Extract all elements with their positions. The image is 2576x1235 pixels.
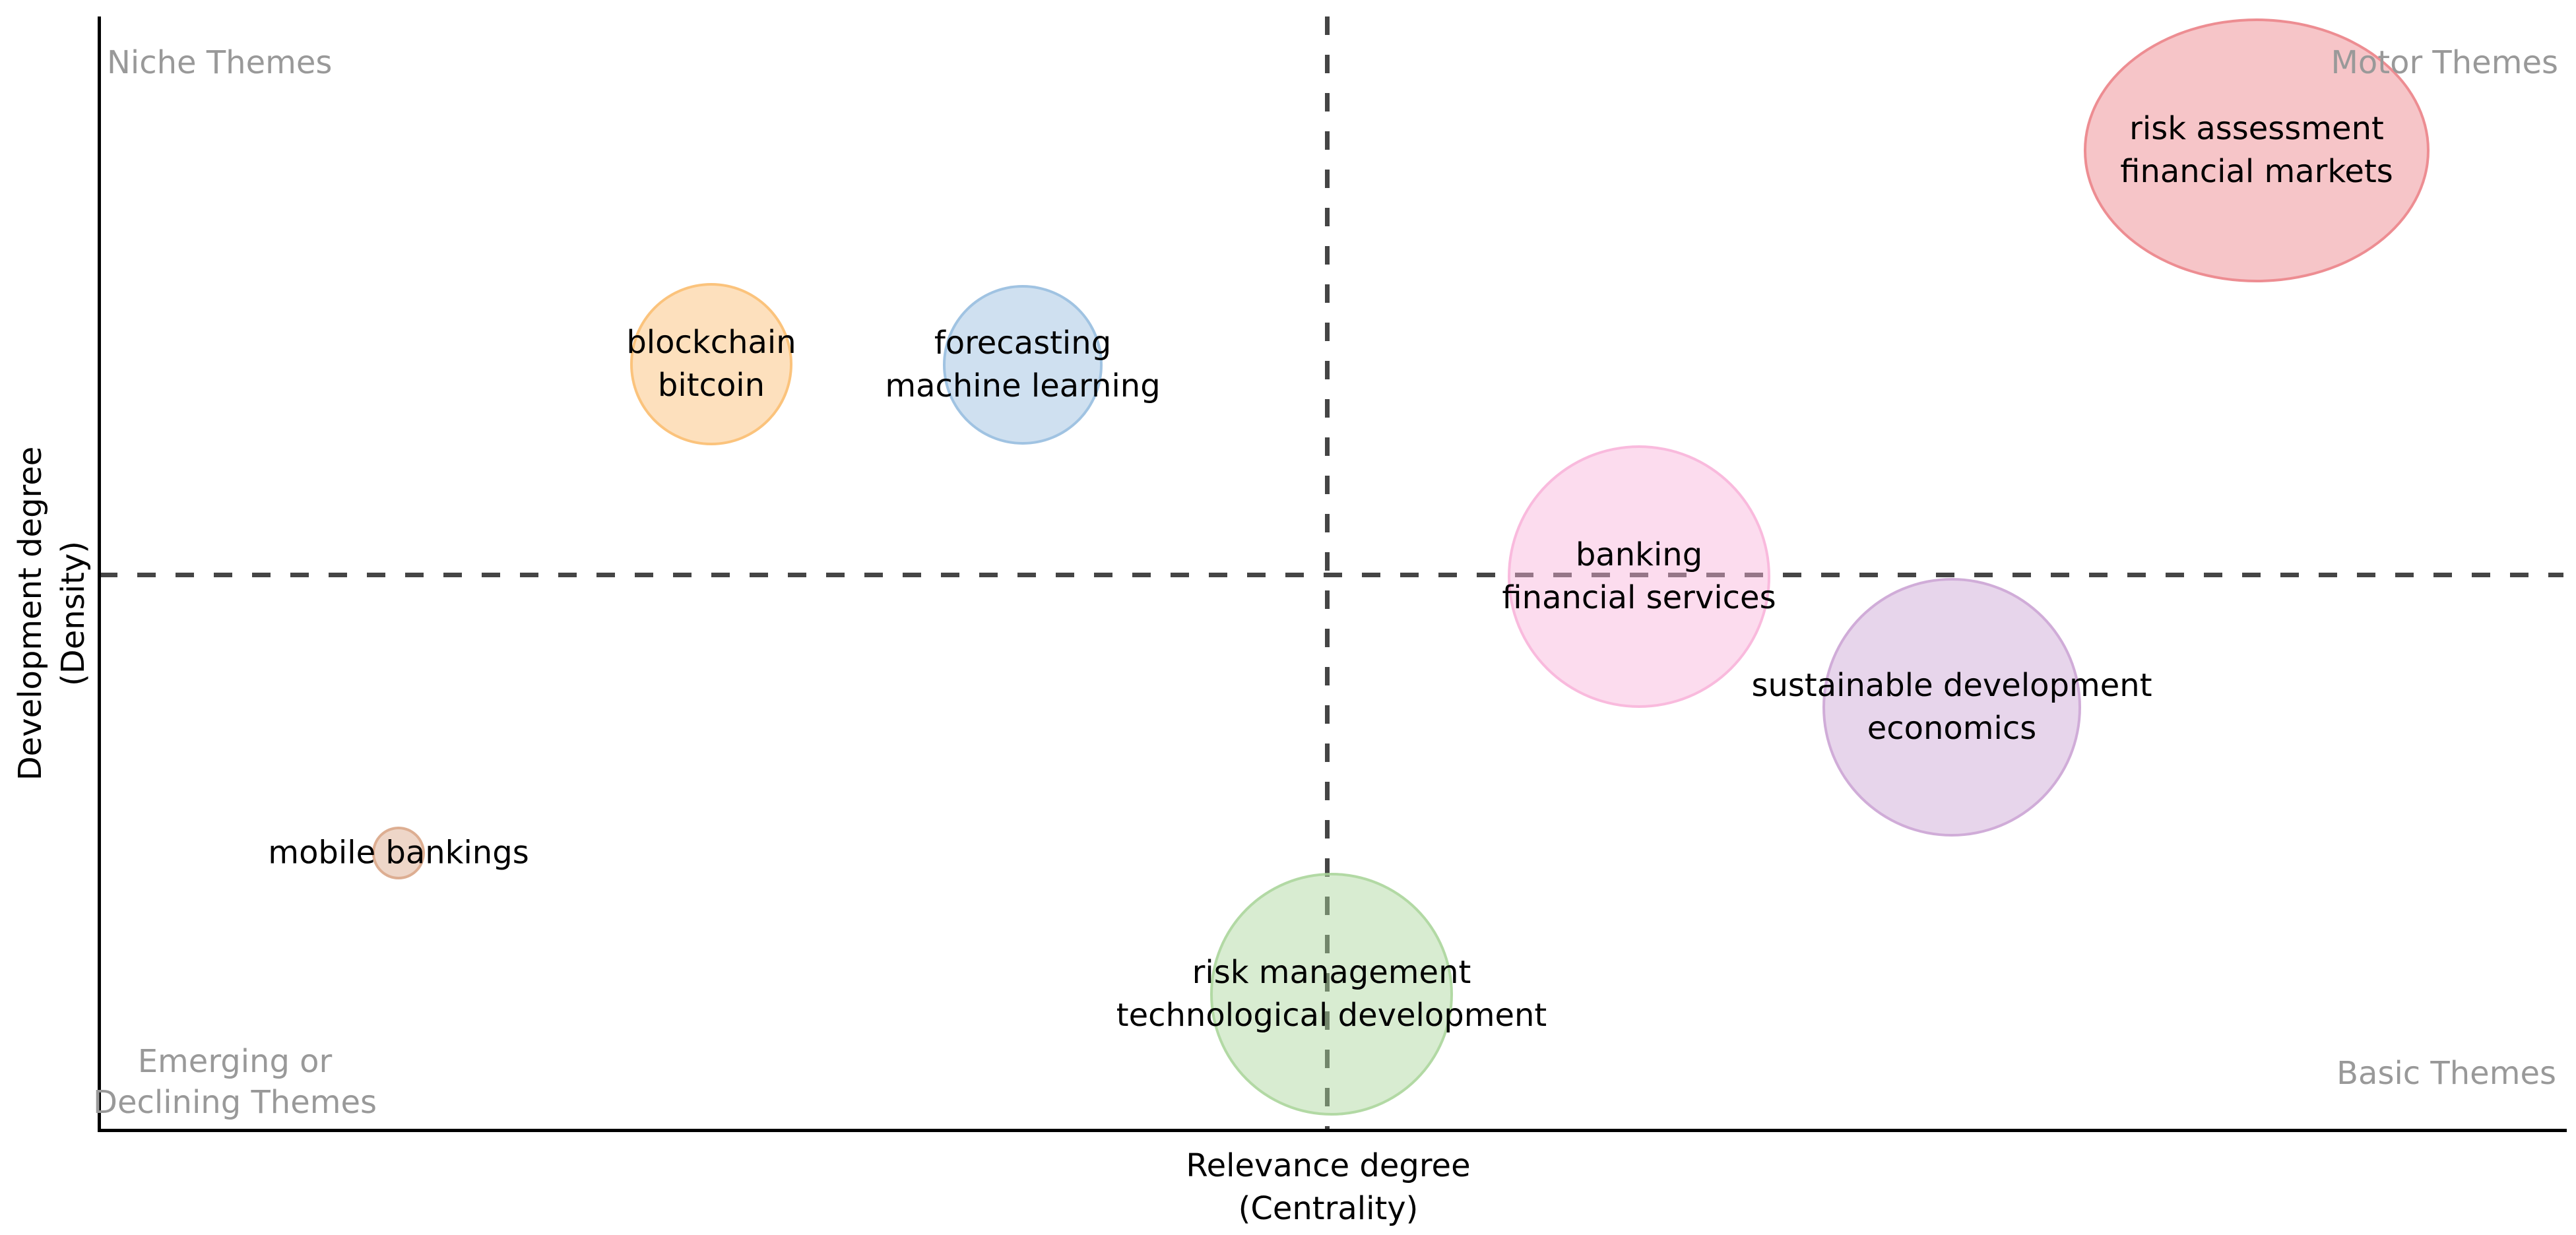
bubble-label-line: sustainable development <box>1751 667 2152 704</box>
bubble-label-line: machine learning <box>885 367 1161 404</box>
bubble-blockchain-bitcoin <box>630 283 792 445</box>
x-axis-title-line: (Centrality) <box>1238 1190 1419 1227</box>
bubble-label-risk-management-technological-development: risk management technological development <box>1116 951 1547 1037</box>
bubble-label-line: technological development <box>1116 997 1547 1034</box>
quadrant-label-emerging-declining-themes: Emerging or Declining Themes <box>93 1041 377 1123</box>
bubble-label-line: risk assessment <box>2129 110 2384 147</box>
quadrant-label-motor-themes: Motor Themes <box>2331 44 2558 81</box>
quadrant-label-niche-themes: Niche Themes <box>107 44 333 81</box>
bubble-label-line: forecasting <box>934 325 1112 362</box>
bubble-risk-assessment-financial-markets <box>2084 18 2430 282</box>
bubble-label-line: banking <box>1575 536 1703 573</box>
bubble-label-line: bitcoin <box>657 367 765 404</box>
bubble-label-line: financial markets <box>2120 153 2393 190</box>
quadrant-label-line: Declining Themes <box>92 1084 377 1121</box>
y-axis-title-line: (Density) <box>55 541 92 686</box>
bubble-banking-financial-services <box>1508 445 1770 708</box>
bubble-label-forecasting-machine-learning: forecasting machine learning <box>885 322 1160 408</box>
x-axis-title: Relevance degree (Centrality) <box>1186 1145 1470 1230</box>
bubble-label-line: economics <box>1867 710 2037 747</box>
bubble-forecasting-machine-learning <box>943 285 1103 445</box>
horizontal-dashed-line <box>99 573 2563 577</box>
x-axis-spine <box>98 1129 2567 1132</box>
bubble-risk-management-technological-development <box>1210 873 1453 1116</box>
bubble-mobile-bankings <box>372 827 425 879</box>
x-axis-title-line: Relevance degree <box>1186 1147 1471 1184</box>
y-axis-title: Development degree (Density) <box>9 447 95 781</box>
quadrant-label-basic-themes: Basic Themes <box>2336 1055 2556 1092</box>
bubble-label-risk-assessment-financial-markets: risk assessment financial markets <box>2120 108 2393 193</box>
bubble-label-banking-financial-services: banking financial services <box>1502 534 1776 619</box>
bubble-label-blockchain-bitcoin: blockchain bitcoin <box>626 321 796 407</box>
y-axis-spine <box>98 16 101 1131</box>
bubble-label-line: risk management <box>1192 954 1471 991</box>
quadrant-label-line: Emerging or <box>137 1043 333 1080</box>
vertical-dashed-line <box>1325 16 1330 1130</box>
bubble-sustainable-development-economics <box>1822 578 2081 837</box>
bubble-label-line: financial services <box>1502 579 1776 616</box>
bubble-label-line: mobile bankings <box>268 834 529 871</box>
bubble-label-mobile-bankings: mobile bankings <box>268 832 529 875</box>
y-axis-title-line: Development degree <box>12 446 49 781</box>
bubble-label-sustainable-development-economics: sustainable development economics <box>1751 664 2152 750</box>
bubble-label-line: blockchain <box>626 324 796 361</box>
